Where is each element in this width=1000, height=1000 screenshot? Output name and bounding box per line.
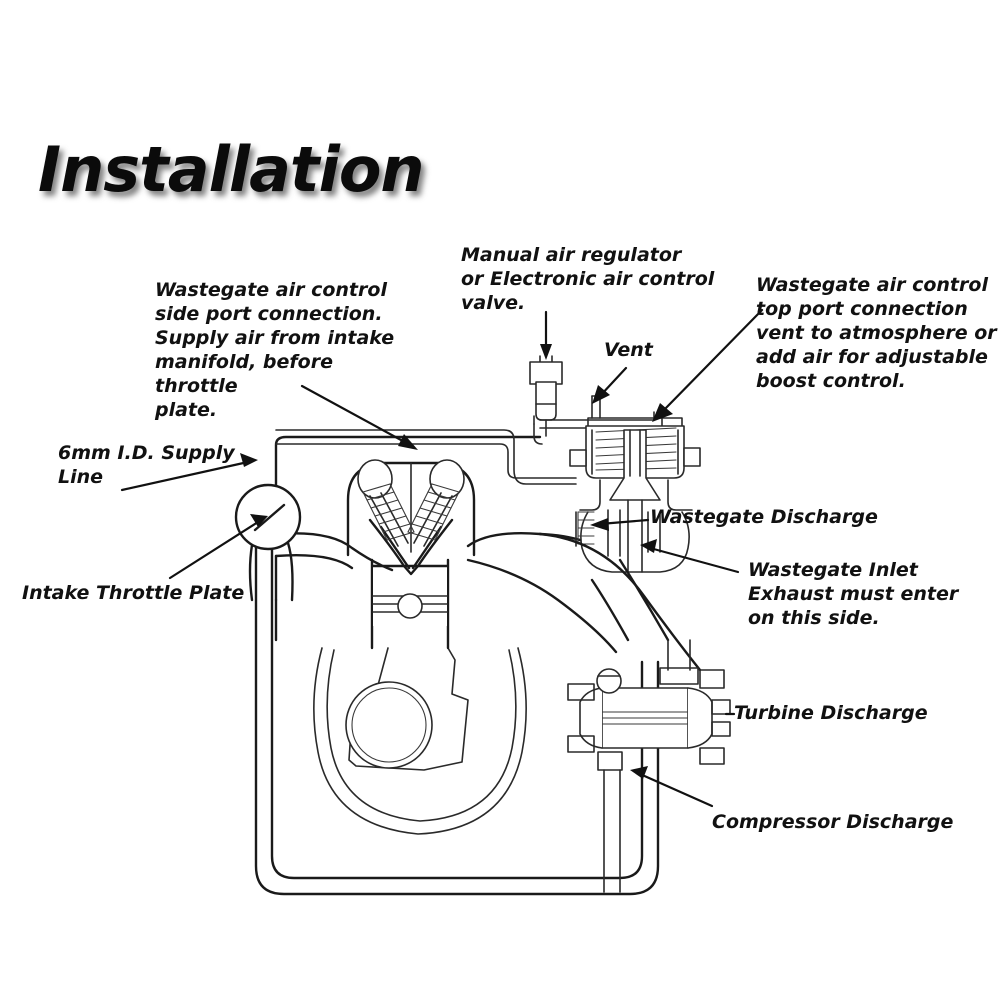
leader-wastegate-inlet bbox=[640, 539, 740, 574]
leader-compressor-discharge bbox=[630, 766, 714, 808]
wastegate-discharge-port bbox=[577, 511, 595, 545]
piston bbox=[371, 564, 449, 626]
crankcase bbox=[313, 647, 527, 835]
wastegate-valve-body bbox=[575, 479, 693, 642]
label-intake-throttle-plate: Intake Throttle Plate bbox=[22, 582, 245, 604]
wastegate-actuator bbox=[569, 417, 701, 501]
label-wastegate-discharge: Wastegate Discharge bbox=[650, 506, 878, 528]
leader-supply-line bbox=[120, 453, 258, 492]
label-compressor-discharge: Compressor Discharge bbox=[712, 811, 954, 833]
leader-wastegate-discharge bbox=[590, 518, 650, 531]
leader-throttle-plate bbox=[168, 514, 268, 580]
turbocharger bbox=[567, 639, 731, 771]
compressor-discharge-pipe bbox=[603, 769, 621, 893]
label-supply-line: 6mm I.D. Supply Line bbox=[58, 442, 235, 488]
intake-valve bbox=[357, 459, 415, 547]
leader-vent bbox=[592, 366, 628, 404]
label-regulator-valve: Manual air regulator or Electronic air c… bbox=[461, 244, 715, 314]
throttle-body bbox=[234, 483, 302, 602]
exhaust-runner bbox=[466, 532, 702, 672]
label-wastegate-inlet: Wastegate Inlet Exhaust must enter on th… bbox=[748, 559, 959, 629]
cylinder-bore bbox=[370, 558, 450, 650]
exhaust-valve bbox=[407, 459, 465, 547]
label-wastegate-side-port: Wastegate air control side port connecti… bbox=[155, 279, 395, 421]
leader-wastegate-side-port bbox=[300, 384, 418, 450]
air-regulator-valve bbox=[529, 355, 563, 437]
label-wastegate-top-port: Wastegate air control top port connectio… bbox=[756, 274, 997, 392]
engine-block bbox=[254, 511, 660, 896]
leader-regulator-valve bbox=[540, 310, 552, 360]
page-title: Installation bbox=[38, 133, 425, 206]
label-turbine-discharge: Turbine Discharge bbox=[734, 702, 928, 724]
leader-wastegate-top-port bbox=[652, 308, 764, 422]
cylinder-head bbox=[274, 461, 542, 576]
supply-line-tube bbox=[275, 429, 577, 485]
intake-manifold bbox=[274, 435, 542, 642]
crankshaft bbox=[345, 681, 433, 769]
label-vent: Vent bbox=[604, 339, 653, 361]
